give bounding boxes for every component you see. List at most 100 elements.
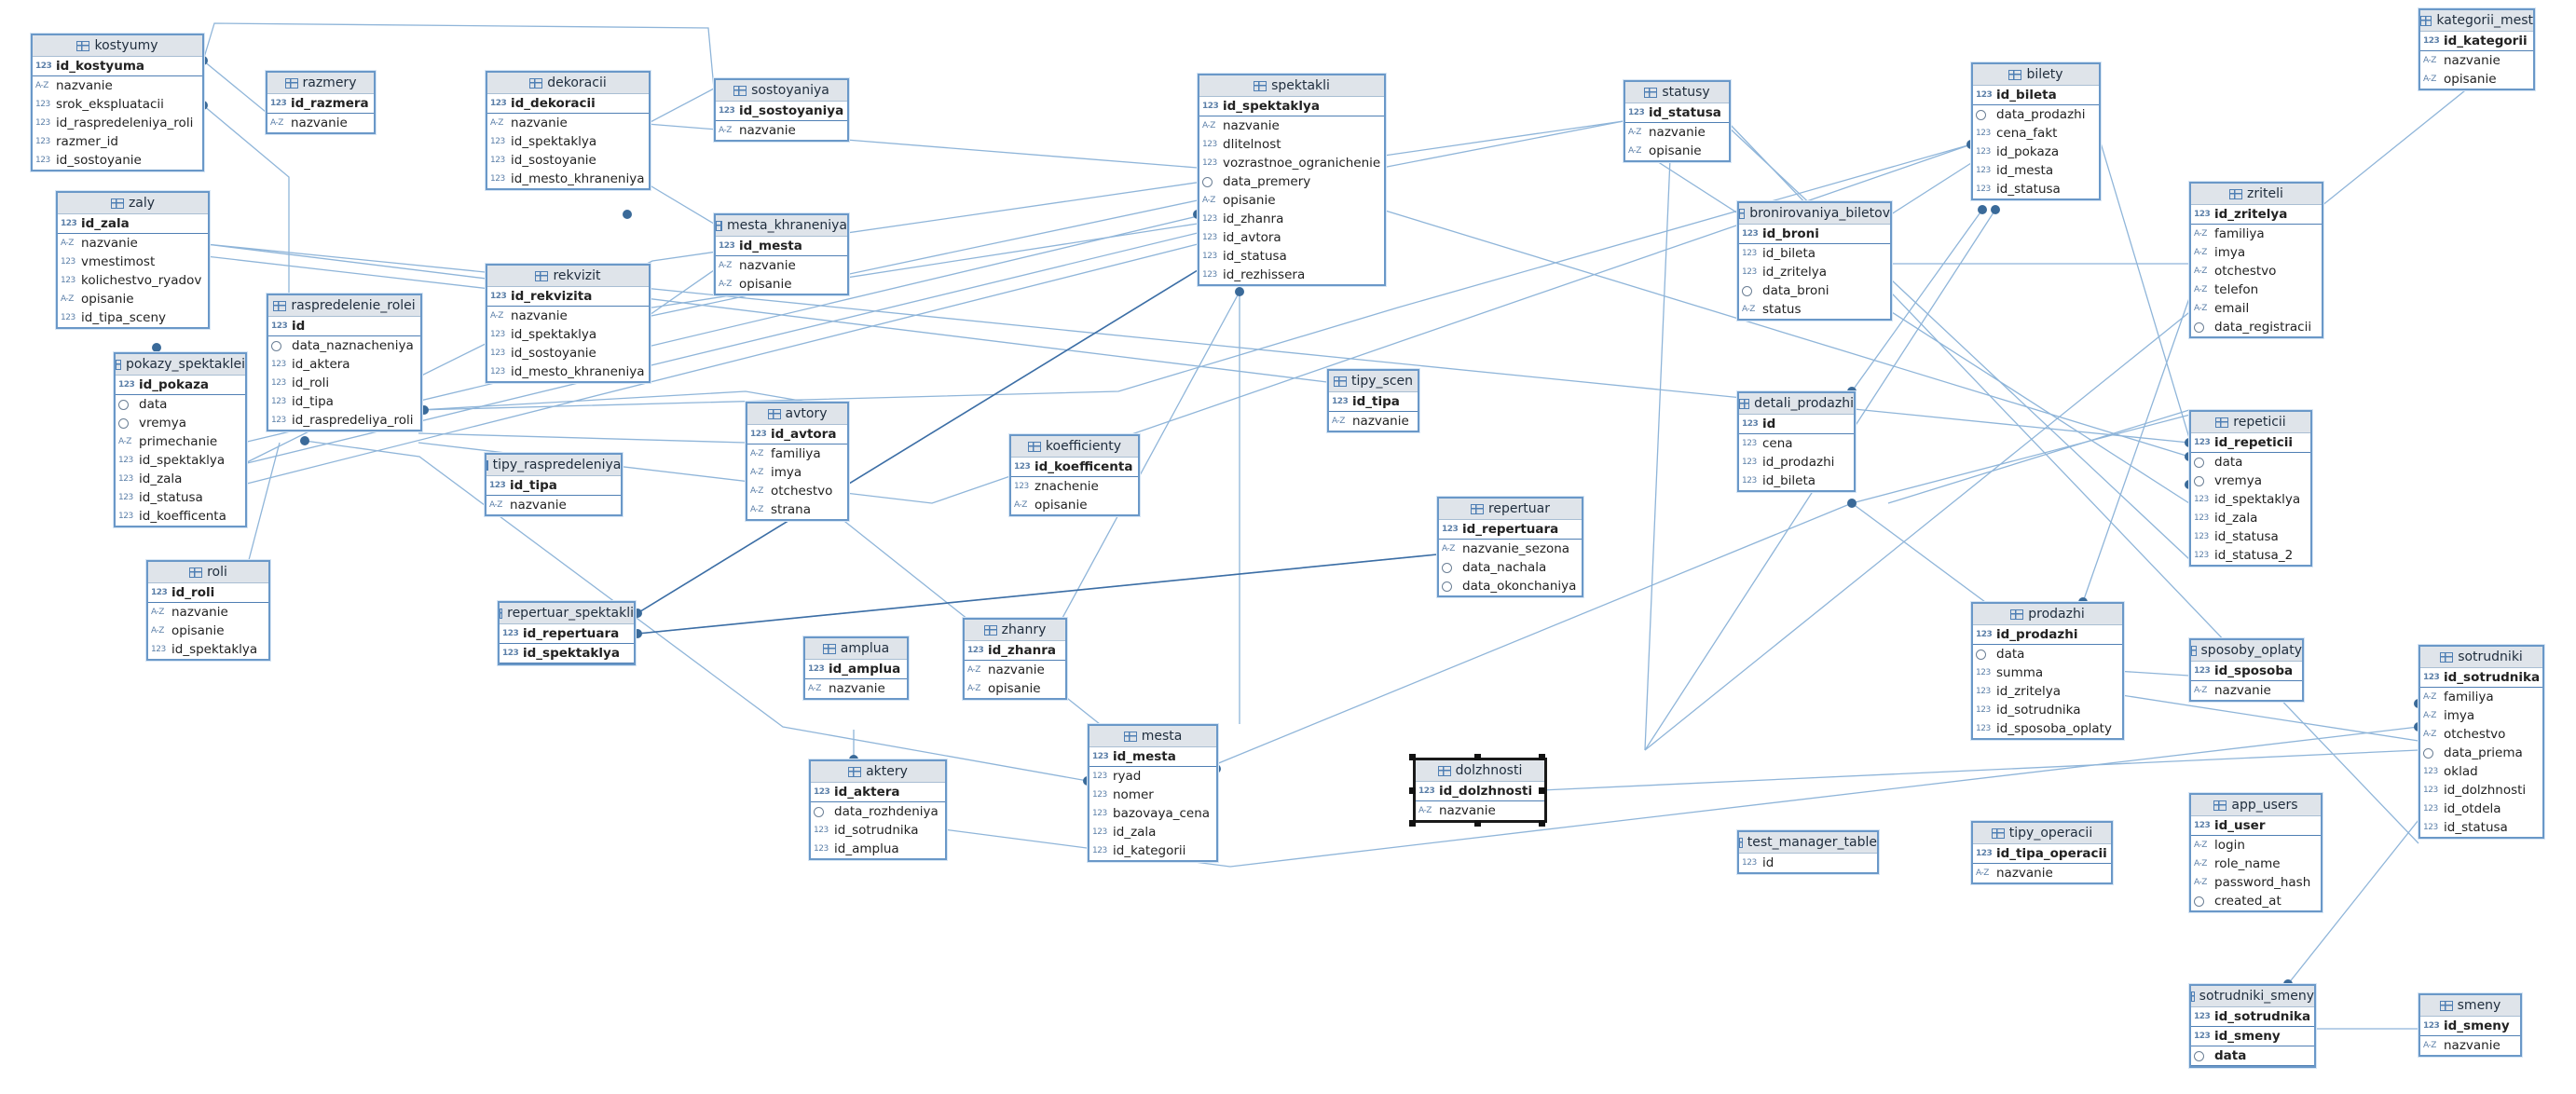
- table-header[interactable]: kategorii_mest: [2420, 10, 2533, 32]
- table-header[interactable]: smeny: [2420, 995, 2520, 1017]
- table-header[interactable]: bronirovaniya_biletov: [1739, 203, 1890, 225]
- table-header[interactable]: sostoyaniya: [716, 80, 847, 102]
- resize-handle[interactable]: [1409, 787, 1416, 794]
- column-row[interactable]: data: [116, 395, 245, 414]
- column-row[interactable]: created_at: [2191, 892, 2321, 910]
- column-row[interactable]: vremya: [2191, 472, 2310, 490]
- table-header[interactable]: sotrudniki_smeny: [2191, 986, 2314, 1007]
- table-header[interactable]: detali_prodazhi: [1739, 393, 1854, 415]
- table-header[interactable]: tipy_raspredeleniya: [486, 455, 621, 476]
- table-header[interactable]: pokazy_spektaklei: [116, 354, 245, 376]
- column-row[interactable]: vremya: [116, 414, 245, 432]
- table-header[interactable]: tipy_operacii: [1973, 823, 2111, 844]
- column-row[interactable]: data_broni: [1739, 281, 1890, 300]
- resize-handle[interactable]: [1409, 754, 1416, 760]
- column-row[interactable]: data_premery: [1199, 172, 1384, 191]
- table-header[interactable]: amplua: [805, 638, 907, 660]
- resize-handle[interactable]: [1474, 820, 1481, 827]
- table-header[interactable]: prodazhi: [1973, 604, 2122, 625]
- table-header[interactable]: statusy: [1625, 82, 1729, 103]
- table-header[interactable]: zriteli: [2191, 184, 2322, 205]
- table-header[interactable]: zhanry: [965, 620, 1065, 641]
